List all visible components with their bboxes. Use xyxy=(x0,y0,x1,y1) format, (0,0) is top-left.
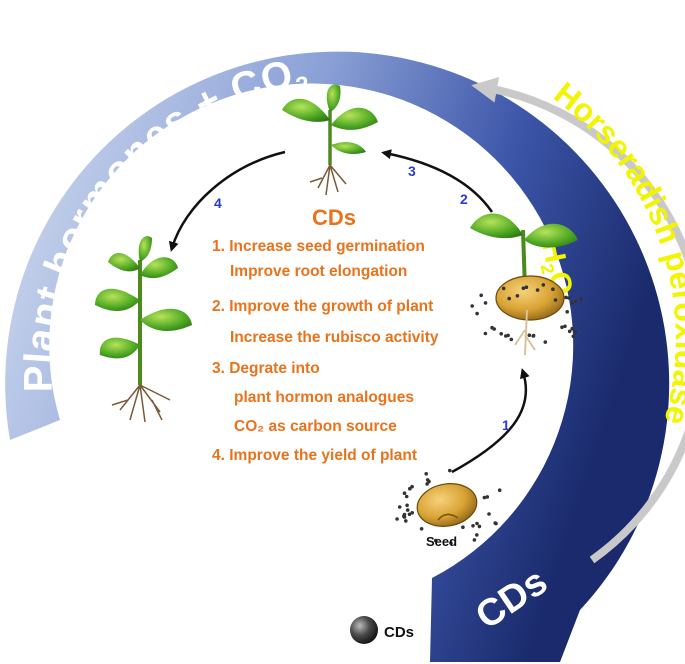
cds-dot xyxy=(571,334,576,339)
seed-label: Seed xyxy=(426,534,457,549)
cds-dot xyxy=(397,505,402,509)
cycle-arrow-2 xyxy=(381,149,494,213)
cds-dot xyxy=(497,488,502,493)
cds-dot xyxy=(477,524,482,529)
cds-dot xyxy=(509,337,514,342)
center-line-2: Improve root elongation xyxy=(230,263,408,280)
cds-dot xyxy=(501,286,506,291)
cds-dot xyxy=(404,494,409,499)
cds-dot xyxy=(410,511,415,515)
legend-cds-ball xyxy=(350,616,378,644)
center-line-8: 4. Improve the yield of plant xyxy=(212,447,417,464)
center-title: CDs xyxy=(312,205,357,230)
cds-dot xyxy=(499,332,504,336)
cds-dot xyxy=(567,329,572,334)
cds-dot xyxy=(565,310,569,314)
cycle-arrow-4 xyxy=(168,150,286,252)
cds-dot xyxy=(419,527,424,531)
cds-dot xyxy=(504,334,508,338)
cds-dot xyxy=(475,521,479,526)
cds-dot xyxy=(402,491,407,496)
cds-dot xyxy=(402,512,407,517)
cds-dot xyxy=(475,311,479,316)
seed-cds-dots xyxy=(395,468,502,545)
cds-dot xyxy=(405,503,409,508)
cds-dot xyxy=(470,304,475,308)
seed-illustration xyxy=(395,468,502,545)
step-number-4: 4 xyxy=(214,195,222,211)
ring-direction-arrow xyxy=(471,76,685,564)
cds-dot xyxy=(570,301,574,305)
sprout-illustration xyxy=(470,213,583,356)
cds-dot xyxy=(564,295,568,300)
cds-dot xyxy=(494,521,498,526)
center-line-6: plant hormon analogues xyxy=(234,389,414,406)
center-panel: CDs 1. Increase seed germination Improve… xyxy=(212,205,438,465)
cds-dot xyxy=(483,301,488,305)
cds-dot xyxy=(553,298,558,302)
cds-dot xyxy=(407,512,412,517)
cds-dot xyxy=(395,517,399,521)
center-line-5: 3. Degrate into xyxy=(212,360,320,377)
cds-dot xyxy=(485,495,490,499)
cycle-arrow-1 xyxy=(451,368,530,474)
cds-dot xyxy=(449,541,453,545)
cds-dot xyxy=(471,524,475,528)
cds-dot xyxy=(433,538,438,543)
sprout-cds-dots xyxy=(470,283,583,344)
cds-dot xyxy=(425,478,430,482)
cds-dot xyxy=(551,287,555,292)
cds-dot xyxy=(535,288,540,292)
cds-dot xyxy=(527,333,532,338)
cds-dot xyxy=(560,325,564,330)
center-line-7: CO₂ as carbon source xyxy=(234,418,397,435)
cds-dot xyxy=(579,297,583,301)
cds-dot xyxy=(567,296,571,300)
cds-dot xyxy=(461,525,465,529)
center-line-4: Increase the rubisco activity xyxy=(230,329,439,346)
cds-dot xyxy=(472,538,477,542)
step-number-2: 2 xyxy=(460,191,468,207)
young-plant-illustration xyxy=(282,84,378,196)
cds-dot xyxy=(541,283,546,287)
cds-dot xyxy=(524,285,529,290)
mature-plant-illustration xyxy=(95,236,192,423)
cds-dot xyxy=(448,468,452,473)
step-number-1: 1 xyxy=(502,417,510,433)
legend-cds-label: CDs xyxy=(384,624,414,641)
cds-dot xyxy=(563,324,567,329)
cds-dot xyxy=(487,512,491,516)
cds-dot xyxy=(483,331,488,336)
cds-dot xyxy=(531,334,535,338)
cds-dot xyxy=(570,326,574,331)
cds-dot xyxy=(482,495,487,500)
center-line-1: 1. Increase seed germination xyxy=(212,238,425,255)
step-number-3: 3 xyxy=(408,163,416,179)
cds-dot xyxy=(475,533,479,537)
cds-dot xyxy=(573,330,577,335)
cds-dot xyxy=(573,299,578,304)
cds-dot xyxy=(479,293,484,298)
cds-dot xyxy=(404,519,408,523)
cds-dot xyxy=(521,286,526,291)
cds-dot xyxy=(507,296,512,301)
cds-dot xyxy=(405,508,410,512)
cds-dot xyxy=(424,472,429,476)
center-line-3: 2. Improve the growth of plant xyxy=(212,298,434,315)
cds-dot xyxy=(492,327,497,331)
cds-dot xyxy=(515,294,520,298)
cds-dot xyxy=(543,340,548,344)
cds-dot xyxy=(402,515,407,519)
cds-dot xyxy=(410,484,414,489)
